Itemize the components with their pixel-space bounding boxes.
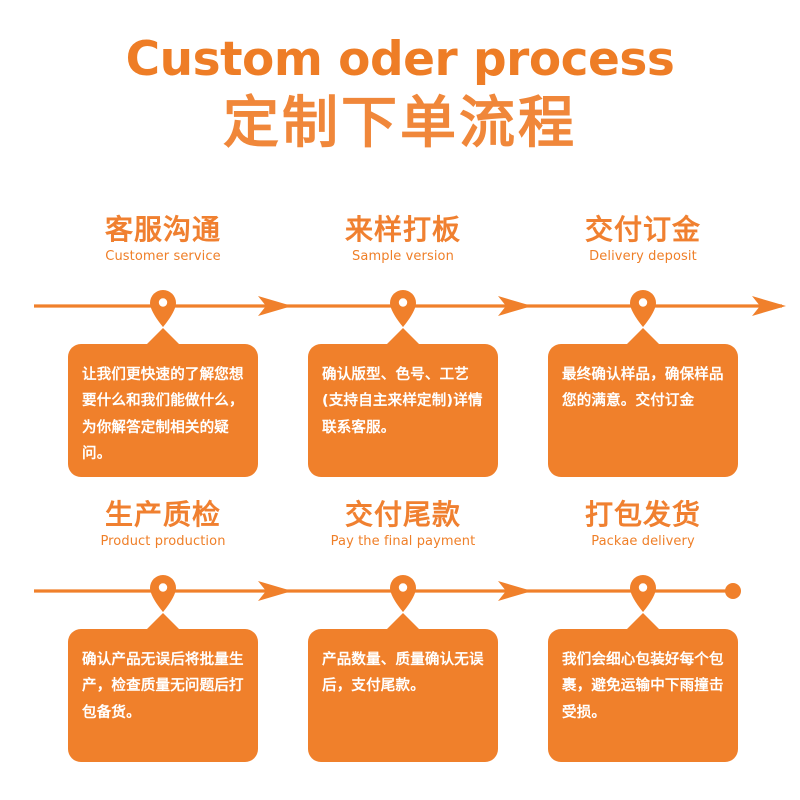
process-row-2: 生产质检 Product production 交付尾款 Pay the fin… [0, 497, 800, 763]
step-callout-text-6: 我们会细心包装好每个包裹，避免运输中下雨撞击受损。 [562, 652, 724, 721]
timeline-arrow-icon [752, 296, 786, 316]
step-callout-text-2: 确认版型、色号、工艺(支持自主来样定制)详情联系客服。 [322, 367, 483, 436]
row-1-callouts: 让我们更快速的了解您想要什么和我们能做什么，为你解答定制相关的疑问。 确认版型、… [0, 328, 800, 478]
step-callout-3: 最终确认样品，确保样品您的满意。交付订金 [548, 328, 738, 477]
step-callout-text-5: 产品数量、质量确认无误后，支付尾款。 [322, 652, 484, 695]
callout-pointer [146, 328, 180, 345]
step-heading-5: 交付尾款 Pay the final payment [290, 497, 516, 550]
timeline-arrow-icon [258, 296, 292, 316]
timeline-graphic-1 [34, 290, 786, 327]
row-2-timeline [0, 569, 800, 615]
map-pin-icon [150, 575, 176, 612]
callout-pointer [626, 328, 660, 345]
map-pin-icon [150, 290, 176, 327]
row-2-callouts: 确认产品无误后将批量生产，检查质量无问题后打包备货。 产品数量、质量确认无误后，… [0, 613, 800, 763]
process-row-1: 客服沟通 Customer service 来样打板 Sample versio… [0, 212, 800, 478]
step-heading-cn-5: 交付尾款 [344, 498, 461, 531]
page-header: Custom oder process 定制下单流程 [0, 32, 800, 156]
map-pin-icon [630, 575, 656, 612]
step-heading-cn-6: 打包发货 [584, 498, 701, 531]
row-2-headings: 生产质检 Product production 交付尾款 Pay the fin… [0, 497, 800, 569]
step-callout-1: 让我们更快速的了解您想要什么和我们能做什么，为你解答定制相关的疑问。 [68, 328, 258, 477]
step-heading-cn-3: 交付订金 [584, 213, 701, 246]
map-pin-icon [390, 290, 416, 327]
step-callout-4: 确认产品无误后将批量生产，检查质量无问题后打包备货。 [68, 613, 258, 762]
callout-pointer [386, 613, 420, 630]
step-heading-en-5: Pay the final payment [330, 534, 476, 549]
step-heading-en-4: Product production [100, 534, 226, 549]
step-heading-cn-2: 来样打板 [344, 213, 461, 246]
map-pin-icon [630, 290, 656, 327]
step-heading-2: 来样打板 Sample version [290, 212, 516, 265]
step-callout-text-1: 让我们更快速的了解您想要什么和我们能做什么，为你解答定制相关的疑问。 [82, 367, 244, 463]
step-heading-en-6: Packae delivery [591, 534, 695, 549]
timeline-end-dot-icon [725, 583, 741, 599]
timeline-arrow-icon [498, 581, 532, 601]
callout-pointer [626, 613, 660, 630]
map-pin-icon [390, 575, 416, 612]
step-heading-6: 打包发货 Packae delivery [530, 497, 756, 550]
timeline-arrow-icon [258, 581, 292, 601]
step-heading-3: 交付订金 Delivery deposit [530, 212, 756, 265]
callout-pointer [146, 613, 180, 630]
row-1-headings: 客服沟通 Customer service 来样打板 Sample versio… [0, 212, 800, 284]
callout-pointer [386, 328, 420, 345]
row-1-timeline [0, 284, 800, 330]
step-heading-1: 客服沟通 Customer service [50, 212, 276, 265]
step-callout-2: 确认版型、色号、工艺(支持自主来样定制)详情联系客服。 [308, 328, 498, 477]
timeline-graphic-2 [34, 575, 741, 612]
page-title-chinese: 定制下单流程 [223, 90, 577, 156]
step-callout-6: 我们会细心包装好每个包裹，避免运输中下雨撞击受损。 [548, 613, 738, 762]
step-heading-cn-1: 客服沟通 [104, 213, 221, 246]
step-callout-text-3: 最终确认样品，确保样品您的满意。交付订金 [562, 367, 724, 410]
step-callout-5: 产品数量、质量确认无误后，支付尾款。 [308, 613, 498, 762]
timeline-arrow-icon [498, 296, 532, 316]
step-heading-en-2: Sample version [352, 249, 454, 264]
step-heading-cn-4: 生产质检 [104, 498, 221, 531]
step-heading-4: 生产质检 Product production [50, 497, 276, 550]
page-title-english: Custom oder process [125, 32, 675, 87]
step-heading-en-3: Delivery deposit [589, 249, 697, 264]
step-heading-en-1: Customer service [105, 249, 221, 264]
step-callout-text-4: 确认产品无误后将批量生产，检查质量无问题后打包备货。 [82, 652, 244, 721]
